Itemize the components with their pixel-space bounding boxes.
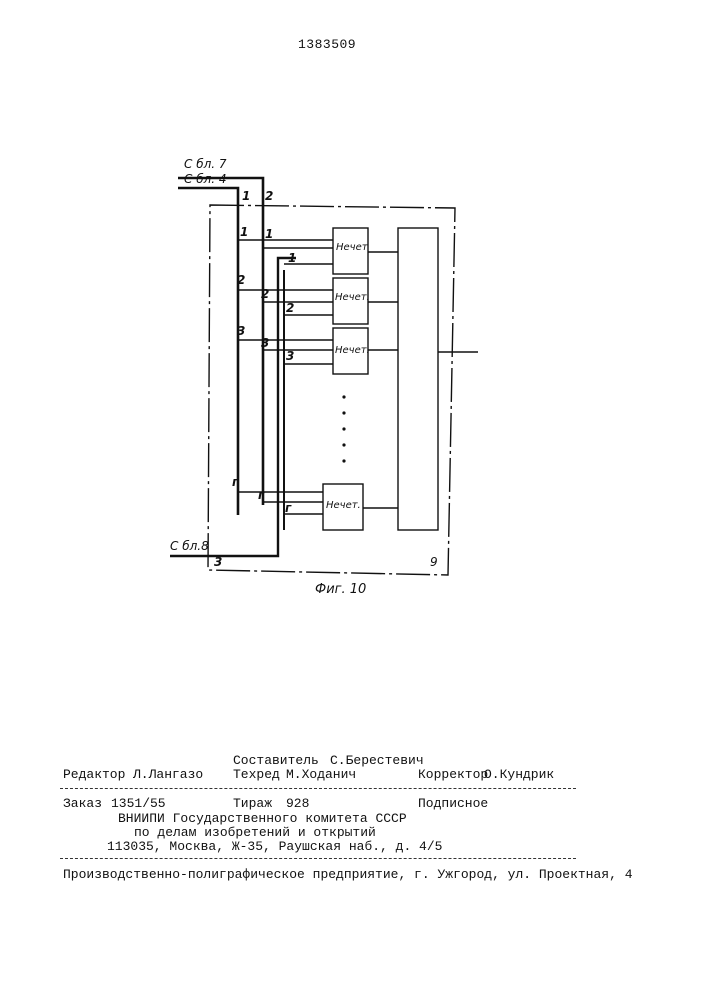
- circulation-label: Тираж: [233, 796, 272, 811]
- org-line-1: ВНИИПИ Государственного комитета СССР: [118, 811, 407, 826]
- subscription: Подписное: [418, 796, 488, 811]
- org-line-2: по делам изобретений и открытий: [134, 825, 376, 840]
- divider: [60, 788, 576, 789]
- corrector-label: Корректор: [418, 767, 488, 782]
- compiler-name: С.Берестевич: [330, 753, 424, 768]
- org-address: 113035, Москва, Ж-35, Раушская наб., д. …: [107, 839, 442, 854]
- techred-name: М.Ходанич: [286, 767, 356, 782]
- printer: Производственно-полиграфическое предприя…: [63, 867, 633, 882]
- editor-label: Редактор: [63, 767, 125, 782]
- techred-label: Техред: [233, 767, 280, 782]
- circulation-value: 928: [286, 796, 309, 811]
- compiler-label: Составитель: [233, 753, 319, 768]
- order-label: Заказ: [63, 796, 102, 811]
- editor-name: Л.Лангазо: [133, 767, 203, 782]
- order-value: 1351/55: [111, 796, 166, 811]
- divider: [60, 858, 576, 859]
- corrector-name: О.Кундрик: [484, 767, 554, 782]
